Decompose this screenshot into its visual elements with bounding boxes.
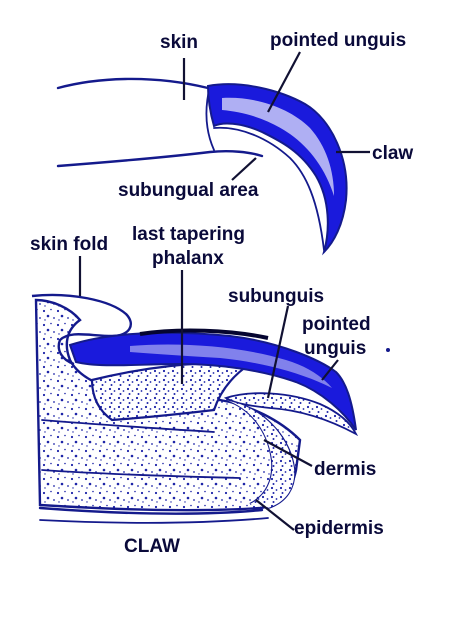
label-skin: skin: [160, 32, 198, 53]
leader-epidermis: [255, 499, 295, 531]
leader-dermis: [263, 439, 313, 467]
subunguis-shape: [223, 392, 359, 437]
inner-line-2: [41, 469, 241, 479]
label-pointed: pointed: [302, 314, 371, 335]
dermis-stipple: [226, 400, 295, 508]
label-skin-fold: skin fold: [30, 234, 108, 255]
toe-lower-outline: [56, 150, 264, 168]
label-subunguis: subunguis: [228, 286, 324, 307]
label-dermis: dermis: [314, 459, 376, 480]
label-last-tapering: last tapering: [132, 224, 245, 245]
labels: skin pointed unguis claw subungual area …: [30, 30, 413, 557]
phalanx-bone: [90, 361, 254, 422]
speck: [386, 348, 390, 352]
base-line-2: [39, 517, 269, 524]
inner-line-1: [41, 419, 215, 433]
toe-upper-outline: [56, 77, 210, 90]
leader-lines: [78, 51, 370, 531]
label-claw: claw: [372, 143, 413, 164]
claw-external-view: [56, 77, 348, 256]
base-line: [38, 506, 264, 515]
caption-claw: CLAW: [124, 536, 180, 557]
unguis-top-edge: [139, 328, 269, 340]
claw-horn: [206, 83, 348, 256]
label-subungual-area: subungual area: [118, 180, 259, 201]
leader-subunguis: [266, 305, 290, 399]
unguis-highlight: [130, 344, 332, 388]
label-phalanx: phalanx: [152, 248, 224, 269]
label-unguis: unguis: [304, 338, 366, 359]
leader-pointed-unguis-top: [267, 51, 301, 113]
subungual-curve: [213, 126, 325, 251]
label-pointed-unguis-top: pointed unguis: [270, 30, 406, 51]
claw-section-view: [31, 293, 359, 524]
leader-pointed-unguis: [321, 359, 339, 381]
label-epidermis: epidermis: [294, 518, 384, 539]
unguis-horn: [68, 331, 357, 431]
leader-subungual: [231, 157, 257, 181]
claw-highlight: [222, 97, 334, 196]
